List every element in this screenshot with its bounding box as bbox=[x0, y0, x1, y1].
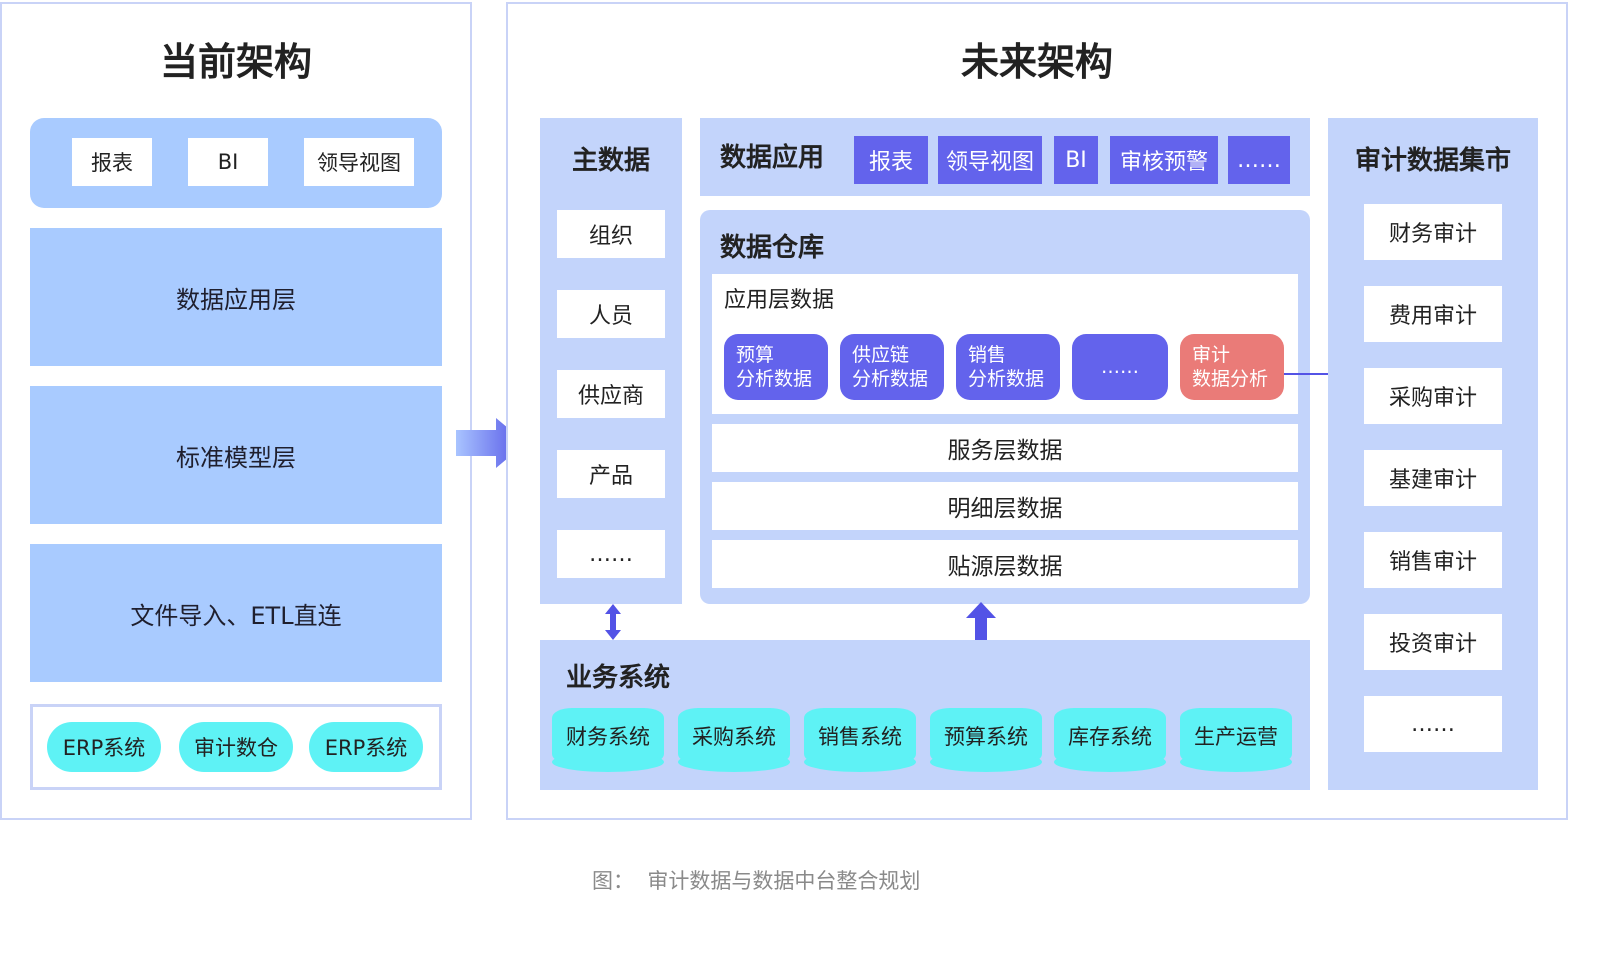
chip-supply-chain-analysis: 供应链 分析数据 bbox=[840, 334, 944, 400]
audit-sales: 销售审计 bbox=[1364, 532, 1502, 588]
figure-caption: 图： 审计数据与数据中台整合规划 bbox=[592, 869, 921, 893]
data-app-tag-report: 报表 bbox=[854, 136, 928, 184]
chip-more: …… bbox=[1072, 334, 1168, 400]
data-app-tag-audit-alert: 审核预警 bbox=[1110, 136, 1218, 184]
business-to-warehouse-arrow-icon bbox=[966, 602, 996, 640]
audit-expense: 费用审计 bbox=[1364, 286, 1502, 342]
chip-sales-analysis: 销售 分析数据 bbox=[956, 334, 1060, 400]
chip-budget-line2: 分析数据 bbox=[736, 368, 813, 390]
service-layer-data: 服务层数据 bbox=[712, 424, 1298, 472]
master-data-item-more: …… bbox=[557, 530, 665, 578]
chip-budget-line1: 预算 bbox=[736, 344, 775, 366]
system-budget: 预算系统 bbox=[930, 708, 1042, 772]
chip-supply-line1: 供应链 bbox=[852, 344, 910, 366]
chip-sales-line2: 分析数据 bbox=[968, 368, 1045, 390]
source-layer-data: 贴源层数据 bbox=[712, 540, 1298, 588]
system-sales: 销售系统 bbox=[804, 708, 916, 772]
audit-infrastructure: 基建审计 bbox=[1364, 450, 1502, 506]
current-layer-data-app: 数据应用层 bbox=[30, 228, 442, 366]
detail-layer-data: 明细层数据 bbox=[712, 482, 1298, 530]
master-business-double-arrow-icon bbox=[605, 604, 621, 640]
master-data-title: 主数据 bbox=[571, 145, 650, 176]
future-architecture-title: 未来架构 bbox=[960, 39, 1113, 84]
master-data-item-supplier: 供应商 bbox=[557, 370, 665, 418]
chip-sales-line1: 销售 bbox=[968, 344, 1007, 366]
app-layer-data-title: 应用层数据 bbox=[724, 288, 835, 313]
chip-budget-analysis: 预算 分析数据 bbox=[724, 334, 828, 400]
audit-mart-title: 审计数据集市 bbox=[1354, 145, 1511, 176]
audit-procurement: 采购审计 bbox=[1364, 368, 1502, 424]
data-app-tag-bi: BI bbox=[1054, 136, 1098, 184]
data-app-tag-leader-view: 领导视图 bbox=[938, 136, 1042, 184]
current-architecture-title: 当前架构 bbox=[159, 39, 312, 84]
master-data-item-product: 产品 bbox=[557, 450, 665, 498]
chip-more-line1: …… bbox=[1101, 356, 1139, 378]
audit-investment: 投资审计 bbox=[1364, 614, 1502, 670]
chip-audit-line2: 数据分析 bbox=[1192, 368, 1269, 390]
current-tag-report: 报表 bbox=[72, 138, 152, 186]
chip-audit-analysis: 审计 数据分析 bbox=[1180, 334, 1284, 400]
data-app-title: 数据应用 bbox=[720, 143, 825, 173]
current-layer-etl: 文件导入、ETL直连 bbox=[30, 544, 442, 682]
current-layer-standard-model: 标准模型层 bbox=[30, 386, 442, 524]
system-finance: 财务系统 bbox=[552, 708, 664, 772]
master-data-item-people: 人员 bbox=[557, 290, 665, 338]
current-source-erp-2: ERP系统 bbox=[309, 722, 423, 772]
audit-finance: 财务审计 bbox=[1364, 204, 1502, 260]
chip-supply-line2: 分析数据 bbox=[852, 368, 929, 390]
master-data-item-org: 组织 bbox=[557, 210, 665, 258]
audit-more: …… bbox=[1364, 696, 1502, 752]
chip-audit-line1: 审计 bbox=[1192, 344, 1231, 366]
master-data-column bbox=[540, 118, 682, 604]
system-procurement: 采购系统 bbox=[678, 708, 790, 772]
system-inventory: 库存系统 bbox=[1054, 708, 1166, 772]
current-source-audit-dw: 审计数仓 bbox=[179, 722, 293, 772]
business-systems-title: 业务系统 bbox=[566, 663, 671, 693]
current-tag-leader-view: 领导视图 bbox=[304, 138, 414, 186]
data-app-tag-more: …… bbox=[1228, 136, 1290, 184]
current-source-erp-1: ERP系统 bbox=[47, 722, 161, 772]
data-warehouse-title: 数据仓库 bbox=[720, 233, 825, 263]
current-tag-bi: BI bbox=[188, 138, 268, 186]
system-production-ops: 生产运营 bbox=[1180, 708, 1292, 772]
